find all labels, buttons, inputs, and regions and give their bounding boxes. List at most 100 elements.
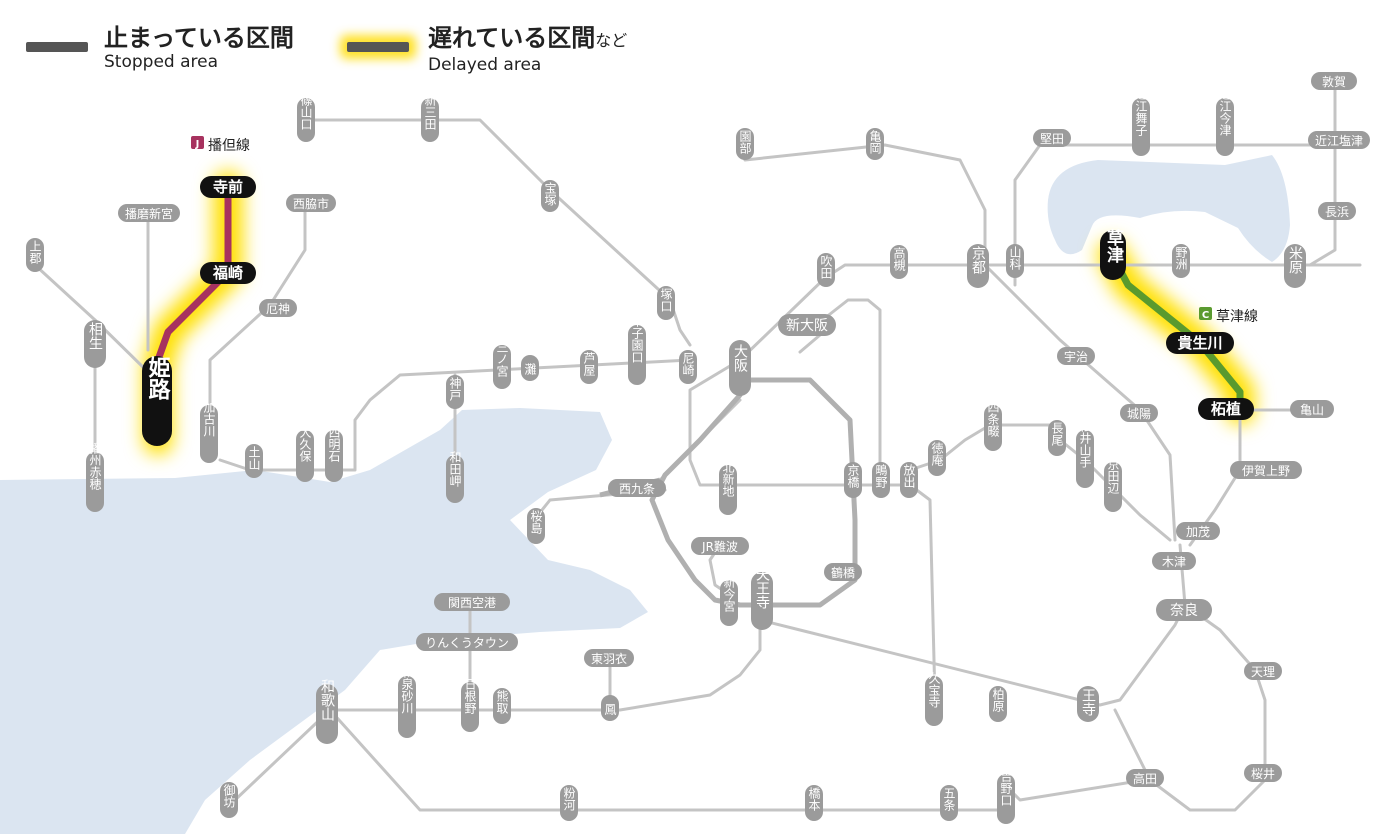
station-label: 伊賀上野 bbox=[1230, 461, 1302, 479]
station-label: 上郡 bbox=[26, 238, 44, 272]
station-label: 鶴橋 bbox=[824, 563, 862, 581]
station-label: 京田辺 bbox=[1104, 458, 1122, 512]
svg-text:厄神: 厄神 bbox=[266, 302, 290, 316]
svg-text:西明石: 西明石 bbox=[327, 426, 341, 462]
station-label: 大久保 bbox=[296, 426, 314, 482]
station-label: 東羽衣 bbox=[584, 649, 634, 667]
station-label: 橋本 bbox=[805, 785, 823, 821]
station-label: 天理 bbox=[1244, 662, 1282, 680]
svg-text:播磨新宮: 播磨新宮 bbox=[125, 206, 173, 221]
svg-text:松井山手: 松井山手 bbox=[1078, 420, 1092, 468]
osaka-bay bbox=[0, 408, 648, 834]
svg-text:久宝寺: 久宝寺 bbox=[927, 672, 941, 708]
svg-text:吉野口: 吉野口 bbox=[999, 770, 1013, 806]
svg-text:北新地: 北新地 bbox=[721, 461, 735, 497]
svg-text:奈良: 奈良 bbox=[1170, 603, 1198, 619]
highlight-station-labels: 寺前 福崎 姫路 草津 貴生川 柘植 bbox=[142, 176, 1254, 446]
station-label: 亀山 bbox=[1290, 400, 1334, 418]
station-label: 城陽 bbox=[1120, 404, 1158, 422]
svg-text:C: C bbox=[1202, 310, 1209, 321]
svg-text:尼崎: 尼崎 bbox=[681, 352, 695, 376]
station-label: 北新地 bbox=[719, 461, 737, 515]
station-label: 堅田 bbox=[1033, 129, 1071, 147]
svg-text:福崎: 福崎 bbox=[212, 264, 243, 282]
svg-text:草津: 草津 bbox=[1103, 229, 1124, 264]
station-label: 久宝寺 bbox=[925, 672, 943, 726]
svg-text:柘植: 柘植 bbox=[1211, 400, 1241, 418]
station-label: 西明石 bbox=[325, 426, 343, 482]
station-label: JR難波 bbox=[691, 537, 749, 555]
legend-stopped-swatch bbox=[26, 42, 88, 52]
station-label: 園部 bbox=[736, 128, 754, 160]
station-label: 篠山口 bbox=[297, 93, 315, 142]
svg-text:相生: 相生 bbox=[87, 322, 103, 350]
svg-text:御坊: 御坊 bbox=[222, 783, 236, 808]
station-label: 吉野口 bbox=[997, 770, 1015, 824]
legend-delayed-jp: 遅れている区間 bbox=[428, 24, 596, 52]
svg-text:王寺: 王寺 bbox=[1080, 688, 1096, 716]
station-label: 米原 bbox=[1284, 244, 1306, 288]
station-label: 西脇市 bbox=[286, 194, 336, 212]
svg-text:城陽: 城陽 bbox=[1127, 407, 1151, 421]
station-label: 日根野 bbox=[461, 678, 479, 732]
svg-text:灘: 灘 bbox=[523, 363, 537, 375]
station-label: 宝塚 bbox=[541, 180, 559, 212]
station-label: 柏原 bbox=[989, 686, 1007, 722]
svg-text:寺前: 寺前 bbox=[213, 178, 243, 196]
station-label-kusatsu: 草津 bbox=[1100, 229, 1126, 280]
svg-text:新三田: 新三田 bbox=[423, 93, 437, 130]
station-label: 御坊 bbox=[220, 782, 238, 818]
svg-text:吹田: 吹田 bbox=[819, 255, 833, 279]
svg-text:橋本: 橋本 bbox=[807, 787, 821, 812]
svg-text:長尾: 長尾 bbox=[1050, 422, 1064, 446]
svg-text:園部: 園部 bbox=[738, 130, 752, 154]
station-label: 高槻 bbox=[890, 245, 908, 279]
svg-text:播但線: 播但線 bbox=[208, 138, 250, 154]
station-label: 和歌山 bbox=[316, 679, 338, 744]
svg-text:J: J bbox=[195, 139, 200, 150]
svg-text:柏原: 柏原 bbox=[991, 687, 1005, 712]
station-labels-vertical: 篠山口 新三田 宝塚 園部 亀岡 近江舞子 近江今津 野洲 米原 山科 京都 高… bbox=[26, 88, 1306, 824]
svg-text:りんくうタウン: りんくうタウン bbox=[425, 636, 509, 650]
svg-text:木津: 木津 bbox=[1162, 555, 1186, 569]
station-label: 新大阪 bbox=[778, 314, 836, 336]
svg-text:土山: 土山 bbox=[247, 446, 261, 470]
svg-text:京都: 京都 bbox=[970, 246, 986, 274]
station-label: 大阪 bbox=[729, 340, 751, 396]
svg-text:敦賀: 敦賀 bbox=[1322, 74, 1346, 89]
svg-text:鶴橋: 鶴橋 bbox=[831, 565, 855, 580]
station-label: 和泉砂川 bbox=[398, 666, 416, 738]
station-label: 土山 bbox=[245, 444, 263, 478]
svg-text:新今宮: 新今宮 bbox=[722, 575, 736, 612]
svg-text:塚口: 塚口 bbox=[659, 288, 673, 312]
legend-delayed-swatch bbox=[347, 42, 409, 52]
svg-text:天王寺: 天王寺 bbox=[754, 567, 770, 609]
svg-text:桜島: 桜島 bbox=[529, 510, 543, 535]
legend-stopped-jp: 止まっている区間 bbox=[104, 24, 294, 52]
svg-text:和泉砂川: 和泉砂川 bbox=[400, 666, 414, 714]
station-label: 吹田 bbox=[817, 253, 835, 287]
svg-text:高槻: 高槻 bbox=[892, 246, 906, 272]
station-label-fukusaki: 福崎 bbox=[200, 262, 256, 284]
station-label: 鴫野 bbox=[872, 462, 890, 498]
station-label: 近江舞子 bbox=[1132, 88, 1150, 156]
bantan-line-tag: J 播但線 bbox=[191, 136, 250, 154]
svg-text:鳳: 鳳 bbox=[603, 703, 617, 715]
station-label: 熊取 bbox=[493, 688, 511, 724]
svg-text:加古川: 加古川 bbox=[202, 401, 216, 437]
svg-text:米原: 米原 bbox=[1287, 246, 1303, 274]
legend-stopped-en: Stopped area bbox=[104, 52, 219, 72]
station-label: 新三田 bbox=[421, 93, 439, 142]
station-label: 野洲 bbox=[1172, 244, 1190, 278]
station-label: 加茂 bbox=[1176, 522, 1220, 540]
svg-text:京橋: 京橋 bbox=[846, 464, 860, 489]
svg-text:野洲: 野洲 bbox=[1174, 246, 1188, 270]
station-label: 相生 bbox=[84, 320, 106, 368]
svg-text:天理: 天理 bbox=[1251, 665, 1275, 679]
station-label: 王寺 bbox=[1077, 686, 1099, 722]
station-label: 近江今津 bbox=[1216, 88, 1234, 156]
station-label: 奈良 bbox=[1156, 599, 1212, 621]
legend-delayed: 遅れている区間など Delayed area bbox=[428, 24, 627, 75]
station-label-tsuge: 柘植 bbox=[1198, 398, 1254, 420]
